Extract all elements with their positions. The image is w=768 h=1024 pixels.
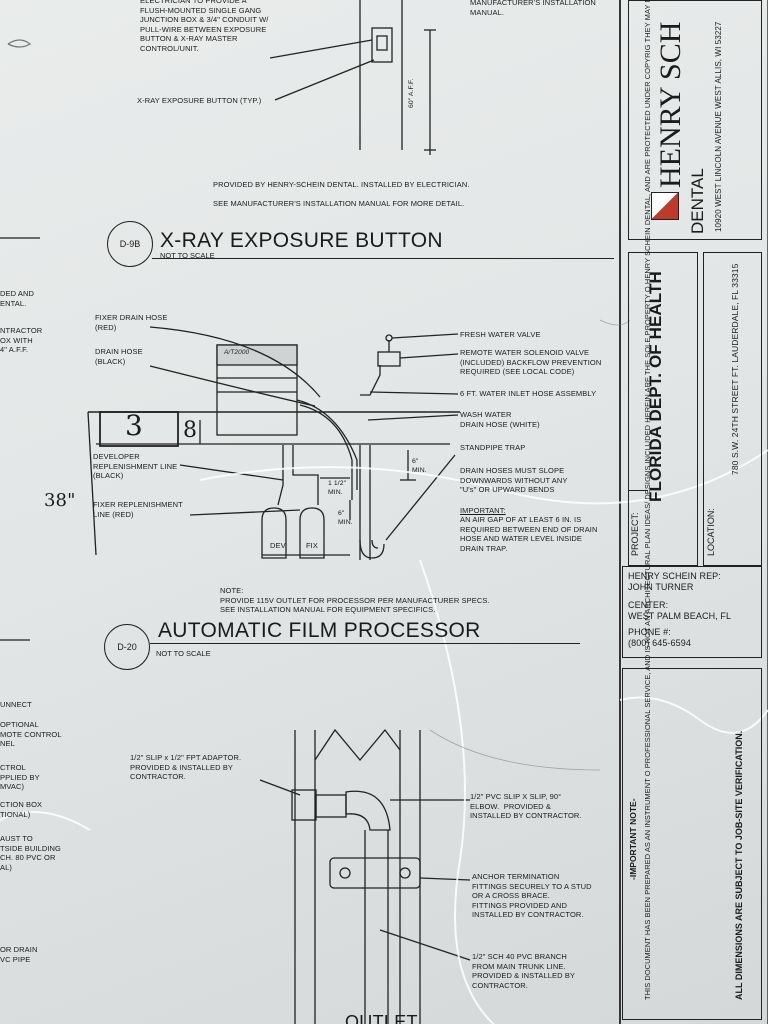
- title-rule-d20: [150, 643, 580, 645]
- margin-text-3: UNNECT: [0, 700, 32, 709]
- location-box: [703, 252, 762, 566]
- handwritten-number: 8: [183, 418, 198, 443]
- scale-d9b: NOT TO SCALE: [160, 251, 215, 260]
- label-dev: DEV: [270, 541, 286, 550]
- label-fix: FIX: [306, 541, 318, 550]
- label-elbow: 1/2" PVC SLIP X SLIP, 90° ELBOW. PROVIDE…: [470, 792, 582, 820]
- outlet-title: OUTLET: [345, 1012, 418, 1024]
- electrician-note: ELECTRICIAN TO PROVIDE A FLUSH-MOUNTED S…: [140, 0, 269, 53]
- phone-number: (800) 645-6594: [628, 638, 691, 648]
- aff-dimension: 60" A.F.F.: [408, 78, 415, 108]
- company-box: [628, 0, 762, 240]
- manufacturer-note: MANUFACTURER'S INSTALLATION MANUAL.: [470, 0, 596, 17]
- label-important-head: IMPORTANT:: [460, 506, 506, 515]
- margin-text-1: DED AND ENTAL.: [0, 289, 35, 308]
- button-label: X-RAY EXPOSURE BUTTON (TYP.): [137, 96, 262, 105]
- detail-title-d20: AUTOMATIC FILM PROCESSOR: [158, 619, 481, 642]
- project-divider: [628, 490, 648, 492]
- margin-text-2: NTRACTOR OX WITH 4" A.F.F.: [0, 326, 43, 354]
- phone-label: PHONE #:: [628, 627, 671, 637]
- rep-box: [622, 566, 762, 658]
- important-note-text: THIS DOCUMENT HAS BEEN PREPARED AS AN IN…: [643, 0, 652, 1000]
- center-label: CENTER:: [628, 600, 669, 610]
- handwritten-box-number: 3: [125, 409, 143, 442]
- scale-d20: NOT TO SCALE: [156, 649, 211, 658]
- label-solenoid: REMOTE WATER SOLENOID VALVE (INCLUDED) B…: [460, 348, 602, 376]
- margin-text-5: CTROL PPLIED BY MVAC): [0, 763, 40, 791]
- important-note-box: [622, 668, 762, 1020]
- label-inlet: 6 FT. WATER INLET HOSE ASSEMBLY: [460, 389, 597, 398]
- project-label: PROJECT:: [630, 512, 640, 556]
- label-slope: DRAIN HOSES MUST SLOPE DOWNWARDS WITHOUT…: [460, 466, 568, 494]
- processor-note: NOTE: PROVIDE 115V OUTLET FOR PROCESSOR …: [220, 586, 490, 614]
- title-rule-d9b: [152, 258, 614, 260]
- important-note-title: -IMPORTANT NOTE-: [628, 798, 638, 880]
- location-label: LOCATION:: [706, 508, 716, 556]
- dim-6b-min: 6" MIN.: [338, 510, 353, 526]
- label-anchor: ANCHOR TERMINATION FITTINGS SECURELY TO …: [472, 872, 592, 919]
- detail-title-d9b: X-RAY EXPOSURE BUTTON: [160, 229, 443, 252]
- dimensions-note: ALL DIMENSIONS ARE SUBJECT TO JOB-SITE V…: [734, 730, 744, 1000]
- label-fixer-drain: FIXER DRAIN HOSE (RED): [95, 313, 168, 332]
- provided-note: PROVIDED BY HENRY-SCHEIN DENTAL. INSTALL…: [213, 180, 470, 189]
- label-drain-hose: DRAIN HOSE (BLACK): [95, 347, 143, 366]
- label-branch: 1/2" SCH 40 PVC BRANCH FROM MAIN TRUNK L…: [472, 952, 576, 990]
- rep-label: HENRY SCHEIN REP:: [628, 571, 721, 581]
- project-box: [628, 252, 698, 566]
- label-standpipe: STANDPIPE TRAP: [460, 443, 526, 452]
- label-fresh-valve: FRESH WATER VALVE: [460, 330, 541, 339]
- center-name: WEST PALM BEACH, FL: [628, 611, 732, 621]
- label-fixer-line: FIXER REPLENISHMENT LINE (RED): [93, 500, 183, 519]
- dim-1-5-min: 1 1/2" MIN.: [328, 480, 347, 496]
- margin-text-8: OR DRAIN VC PIPE: [0, 945, 38, 964]
- label-developer-line: DEVELOPER REPLENISHMENT LINE (BLACK): [93, 452, 178, 480]
- margin-text-6: CTION BOX TIONAL): [0, 800, 43, 819]
- detail-tag-d9b: D-9B: [107, 221, 153, 267]
- margin-text-4: OPTIONAL MOTE CONTROL NEL: [0, 720, 62, 748]
- company-division: DENTAL: [688, 168, 707, 234]
- label-wash: WASH WATER DRAIN HOSE (WHITE): [460, 410, 540, 429]
- location-address: 780 S.W. 24TH STREET FT. LAUDERDALE, FL …: [730, 263, 740, 475]
- margin-text-7: AUST TO TSIDE BUILDING CH. 80 PVC OR AL): [0, 834, 61, 872]
- see-manual-note: SEE MANUFACTURER'S INSTALLATION MANUAL F…: [213, 199, 465, 208]
- company-logo-icon: [651, 192, 679, 220]
- label-adaptor: 1/2" SLIP x 1/2" FPT ADAPTOR. PROVIDED &…: [130, 753, 242, 781]
- label-important-body: AN AIR GAP OF AT LEAST 6 IN. IS REQUIRED…: [460, 515, 598, 553]
- company-name: HENRY SCH: [654, 21, 687, 188]
- rep-name: JOHN TURNER: [628, 582, 694, 592]
- handwritten-margin-dimension: 38": [44, 490, 76, 511]
- processor-model: A/T2000: [224, 349, 250, 356]
- detail-tag-d20: D-20: [104, 624, 150, 670]
- dim-6-min: 6" MIN.: [412, 458, 427, 474]
- company-address: 10920 WEST LINCOLN AVENUE WEST ALLIS, WI…: [714, 21, 723, 232]
